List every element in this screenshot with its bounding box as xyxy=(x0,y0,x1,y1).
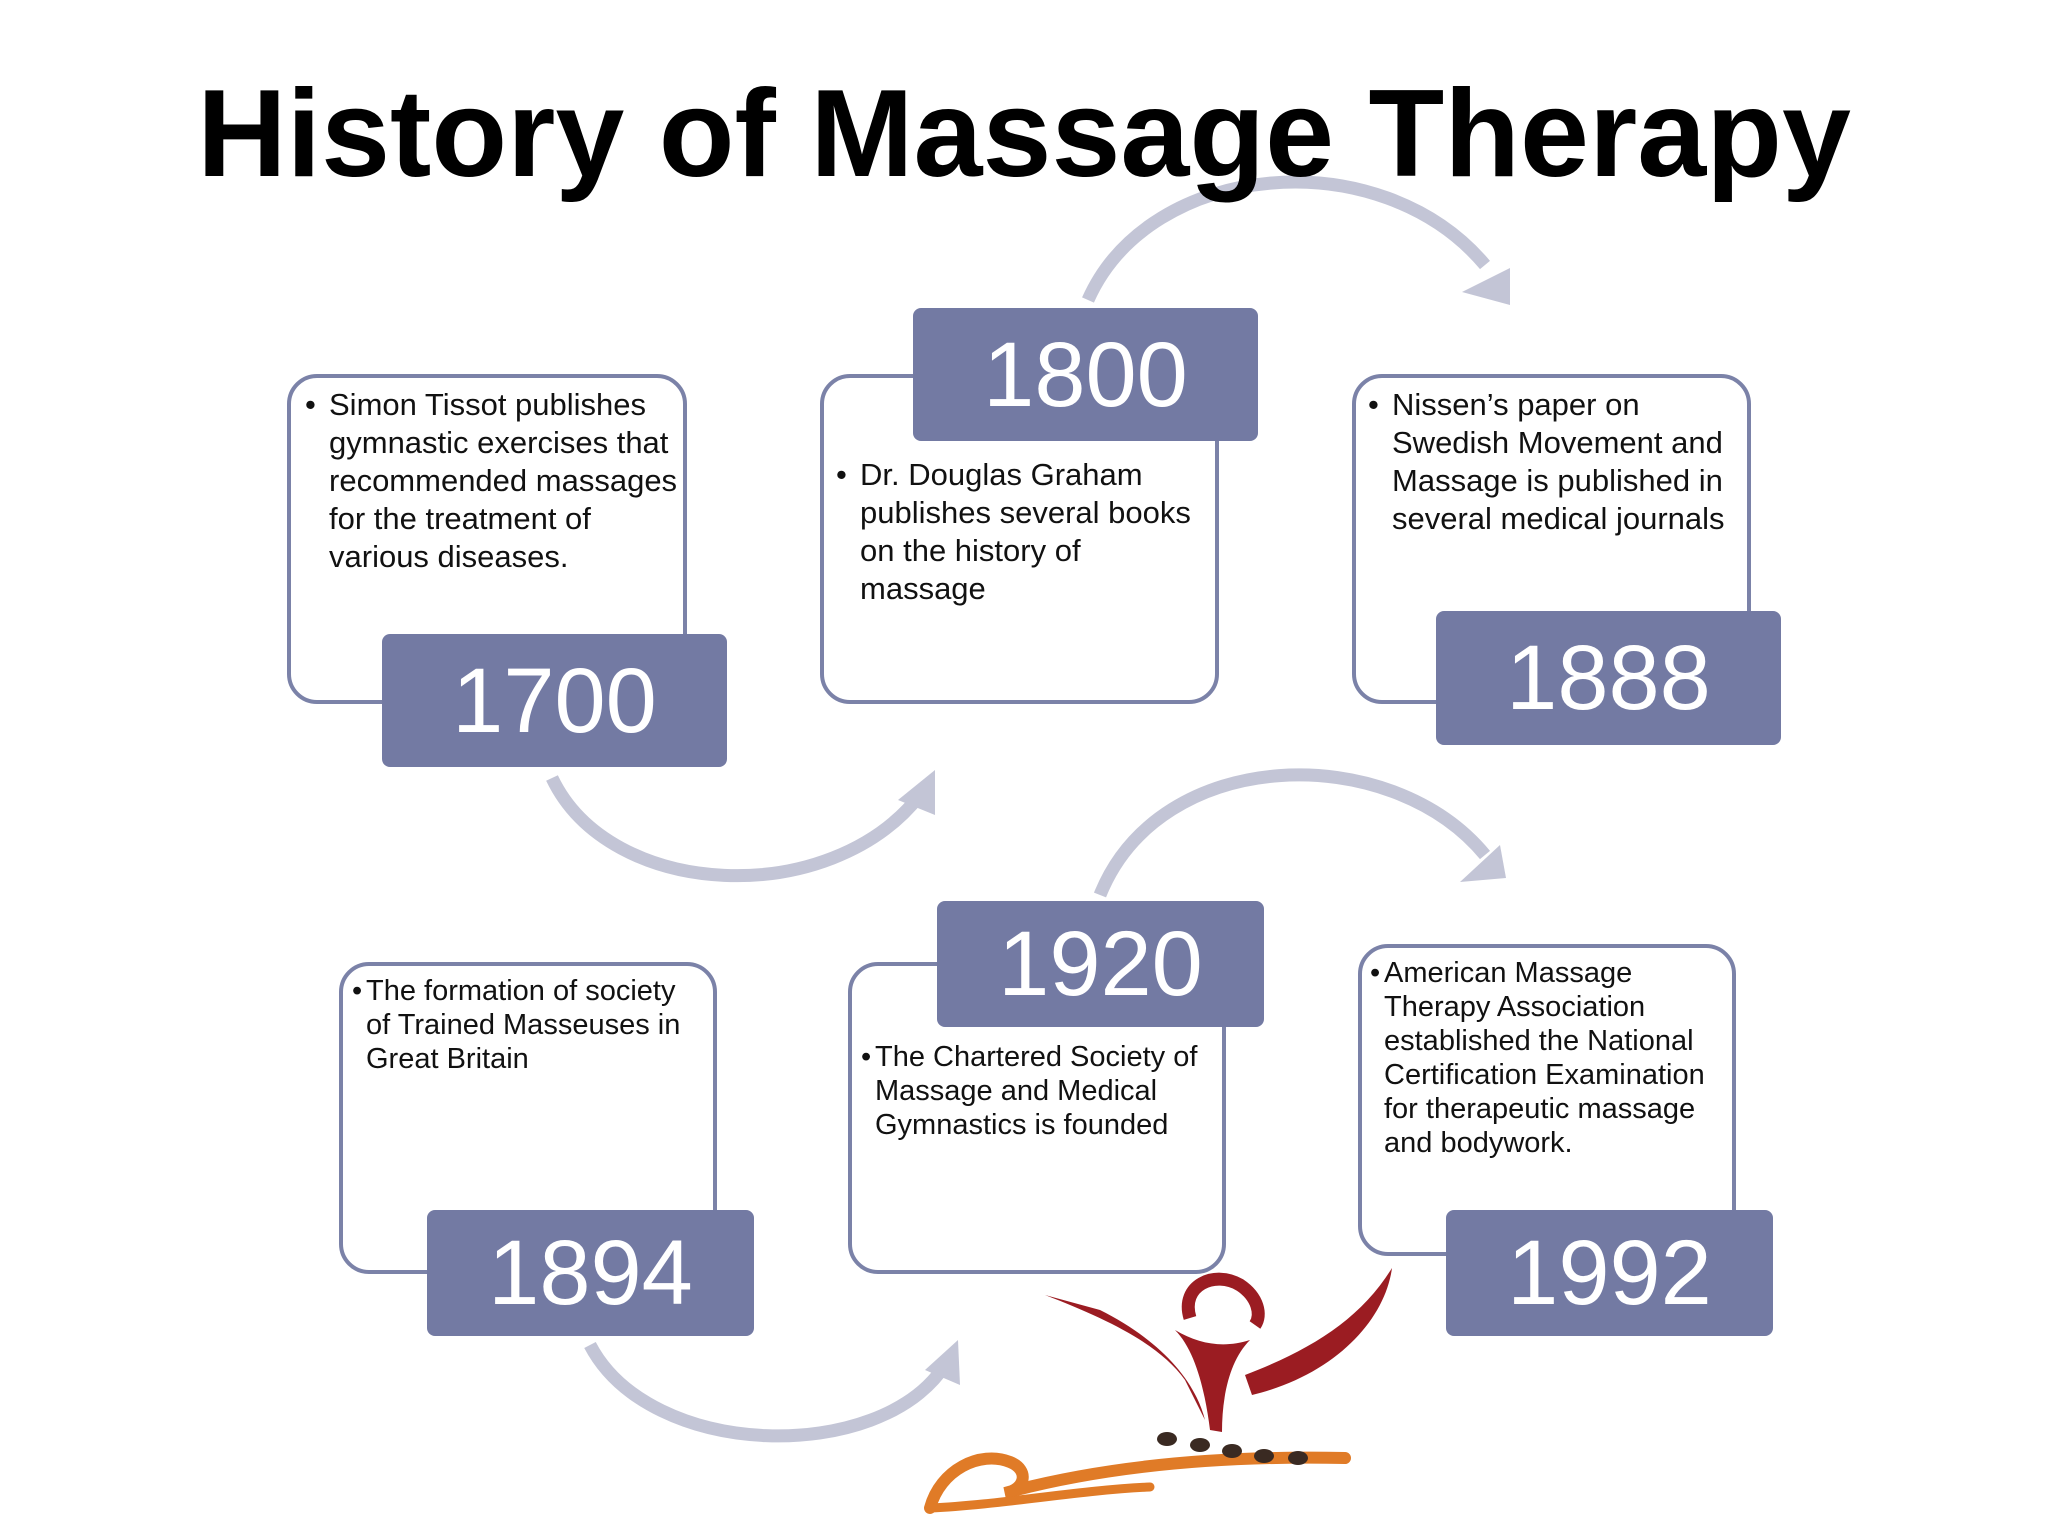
event-text-1800: • Dr. Douglas Graham publishes several b… xyxy=(836,456,1208,608)
flow-arrows xyxy=(546,175,1491,1443)
logo-stones xyxy=(1157,1432,1308,1465)
year-label-1992: 1992 xyxy=(1446,1210,1773,1336)
logo-stone xyxy=(1190,1438,1210,1452)
arrow-1700-to-1800 xyxy=(546,775,926,883)
massage-figure-logo xyxy=(924,1268,1392,1514)
logo-stone xyxy=(1254,1449,1274,1463)
logo-stone xyxy=(1288,1451,1308,1465)
year-label-1920: 1920 xyxy=(937,901,1264,1027)
event-description: The Chartered Society of Massage and Med… xyxy=(875,1041,1198,1141)
arrow-head-2 xyxy=(898,770,935,815)
logo-figure-right-arm xyxy=(1245,1268,1392,1395)
year-label-1888: 1888 xyxy=(1436,611,1781,745)
arrow-head-1 xyxy=(1462,268,1510,305)
logo-figure-head xyxy=(1181,1272,1265,1329)
arrow-1800-to-1888 xyxy=(1082,175,1490,303)
year-label-1800: 1800 xyxy=(913,308,1258,441)
page-title: History of Massage Therapy xyxy=(197,65,1851,203)
event-text-1888: • Nissen’s paper on Swedish Movement and… xyxy=(1368,386,1740,538)
bullet-icon: • xyxy=(1368,387,1379,422)
logo-reclining-back xyxy=(925,1482,1155,1513)
arrow-heads xyxy=(898,268,1510,1385)
event-text-1700: • Simon Tissot publishes gymnastic exerc… xyxy=(305,386,680,576)
event-description: Simon Tissot publishes gymnastic exercis… xyxy=(329,387,678,574)
event-description: The formation of society of Trained Mass… xyxy=(366,975,681,1075)
event-description: Nissen’s paper on Swedish Movement and M… xyxy=(1392,387,1725,536)
logo-figure-body xyxy=(1175,1330,1250,1432)
logo-reclining-body xyxy=(924,1451,1351,1514)
bullet-icon: • xyxy=(836,457,847,492)
bullet-icon: • xyxy=(305,387,316,422)
arrow-1920-to-1992 xyxy=(1093,768,1491,898)
arrow-1894-to-1920 xyxy=(584,1341,951,1443)
logo-figure-left-arm xyxy=(1045,1295,1205,1420)
logo-stone xyxy=(1222,1444,1242,1458)
event-text-1894: • The formation of society of Trained Ma… xyxy=(352,974,707,1076)
arrow-head-3 xyxy=(1460,845,1506,882)
event-text-1992: • American Massage Therapy Association e… xyxy=(1370,956,1728,1160)
arrow-head-4 xyxy=(925,1340,960,1385)
event-text-1920: • The Chartered Society of Massage and M… xyxy=(861,1040,1216,1142)
year-label-1894: 1894 xyxy=(427,1210,754,1336)
bullet-icon: • xyxy=(352,975,363,1007)
event-card-1992 xyxy=(1358,944,1736,1256)
year-label-1700: 1700 xyxy=(382,634,727,767)
bullet-icon: • xyxy=(1370,957,1381,989)
bullet-icon: • xyxy=(861,1041,872,1073)
logo-stone xyxy=(1157,1432,1177,1446)
event-description: Dr. Douglas Graham publishes several boo… xyxy=(860,457,1191,606)
event-description: American Massage Therapy Association est… xyxy=(1384,957,1705,1159)
